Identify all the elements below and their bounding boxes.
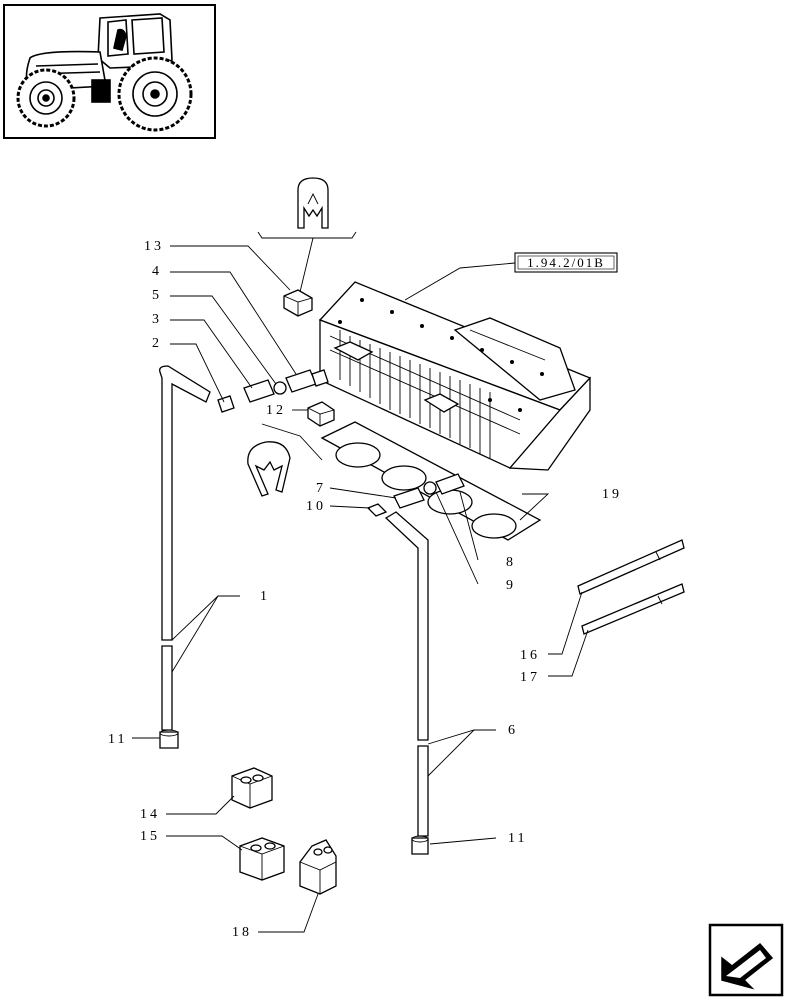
callout-4[interactable]: 4 [152,264,162,279]
callout-3[interactable]: 3 [152,312,162,327]
heater-unit [318,281,592,471]
callout-2[interactable]: 2 [152,336,162,351]
drain-hose-1 [159,365,211,749]
callout-9[interactable]: 9 [506,578,516,593]
tubes-16-17 [577,539,685,635]
callout-5[interactable]: 5 [152,288,162,303]
reference-code-box[interactable]: 1.94.2/01B [514,252,618,273]
callout-11-left[interactable]: 11 [108,732,127,747]
callout-1[interactable]: 1 [260,589,270,604]
callout-labels: 13 4 5 3 2 12 7 10 19 8 9 1 16 17 11 6 1… [108,239,622,940]
callout-10[interactable]: 10 [306,499,326,514]
callout-17[interactable]: 17 [520,670,540,685]
callout-12[interactable]: 12 [266,403,286,418]
drain-hose-6 [366,473,465,855]
clip-13 [283,289,313,317]
back-arrow-icon [721,942,774,990]
block-14 [231,767,273,809]
callout-19[interactable]: 19 [602,487,622,502]
callout-15[interactable]: 15 [140,829,160,844]
callout-14[interactable]: 14 [140,807,160,822]
callout-13[interactable]: 13 [144,239,164,254]
callout-18[interactable]: 18 [232,925,252,940]
callout-11-right[interactable]: 11 [508,831,527,846]
block-18 [299,839,337,895]
tractor-icon [16,13,193,132]
clip-12 [307,401,335,427]
hose-connector-parts [217,369,329,413]
reference-code: 1.94.2/01B [527,255,605,270]
block-15 [239,837,285,881]
callout-8[interactable]: 8 [506,555,516,570]
callout-7[interactable]: 7 [316,481,326,496]
callout-16[interactable]: 16 [520,648,540,663]
back-navigation-button[interactable] [708,923,784,997]
callout-6[interactable]: 6 [508,723,518,738]
edge-trim-profile-top [257,177,357,293]
gasket-plate [320,421,542,541]
edge-trim-profile-left [247,441,291,497]
tractor-thumbnail[interactable] [3,4,216,139]
leader-lines [132,245,589,933]
